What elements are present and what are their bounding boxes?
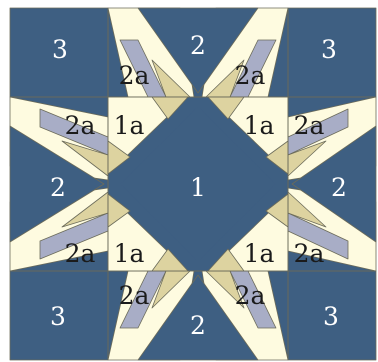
- side-label-bottom: 2: [190, 311, 206, 340]
- side-piece-label-left-top: 2a: [65, 111, 96, 140]
- side-piece-label-right-bottom: 2a: [294, 239, 325, 268]
- side-piece-label-right-top: 2a: [294, 111, 325, 140]
- center-piece-label-bottom-left: 1a: [114, 239, 145, 268]
- side-label-left: 2: [50, 173, 66, 202]
- side-label-right: 2: [331, 173, 347, 202]
- corner-label-bottom-left: 3: [50, 302, 66, 331]
- side-piece-label-left-bottom: 2a: [65, 239, 96, 268]
- side-piece-label-bottom-right: 2a: [235, 281, 266, 310]
- corner-label-top-right: 3: [321, 35, 337, 64]
- side-piece-label-top-left: 2a: [119, 61, 150, 90]
- side-piece-label-bottom-left: 2a: [119, 281, 150, 310]
- corner-label-bottom-right: 3: [323, 302, 339, 331]
- center-piece-label-top-left: 1a: [114, 111, 145, 140]
- corner-label-top-left: 3: [52, 35, 68, 64]
- center-piece-label-bottom-right: 1a: [244, 239, 275, 268]
- center-label: 1: [190, 173, 206, 202]
- center-piece-label-top-right: 1a: [244, 111, 275, 140]
- side-piece-label-top-right: 2a: [235, 61, 266, 90]
- side-label-top: 2: [190, 31, 206, 60]
